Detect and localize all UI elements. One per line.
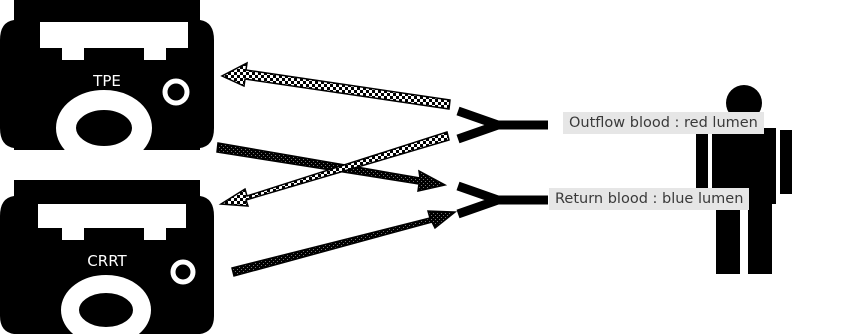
arrow-crrt-to-return: [231, 210, 458, 277]
crrt-large-port: [61, 275, 151, 334]
return-lumen-label: Return blood : blue lumen: [549, 188, 750, 210]
tpe-display-bar: [40, 22, 188, 48]
patient-arm-left: [696, 130, 708, 194]
connection-arrows: [216, 61, 458, 277]
outflow-y-connector: [456, 106, 548, 144]
tpe-display-leg-right: [144, 46, 166, 60]
crrt-display-leg-right: [144, 226, 166, 240]
arrow-outflow-to-crrt: [218, 131, 450, 207]
tpe-label: TPE: [92, 72, 121, 90]
patient-leg-right: [748, 204, 772, 274]
tpe-machine: TPE: [0, 0, 214, 166]
crrt-label: CRRT: [87, 252, 127, 270]
crrt-display-leg-left: [62, 226, 84, 240]
arrow-outflow-to-tpe: [220, 61, 451, 110]
crrt-display-bar: [38, 204, 186, 228]
tpe-display-leg-left: [62, 46, 84, 60]
tpe-small-port: [162, 78, 190, 106]
outflow-lumen-label: Outflow blood : red lumen: [563, 112, 764, 134]
crrt-machine: CRRT: [0, 180, 214, 334]
catheter-connectors: [456, 106, 548, 219]
patient-leg-left: [716, 204, 740, 274]
tpe-large-port: [56, 90, 152, 166]
arrow-tpe-to-return: [216, 142, 448, 192]
patient-arm-right: [780, 130, 792, 194]
crrt-small-port: [170, 259, 196, 285]
return-y-connector: [456, 181, 548, 219]
